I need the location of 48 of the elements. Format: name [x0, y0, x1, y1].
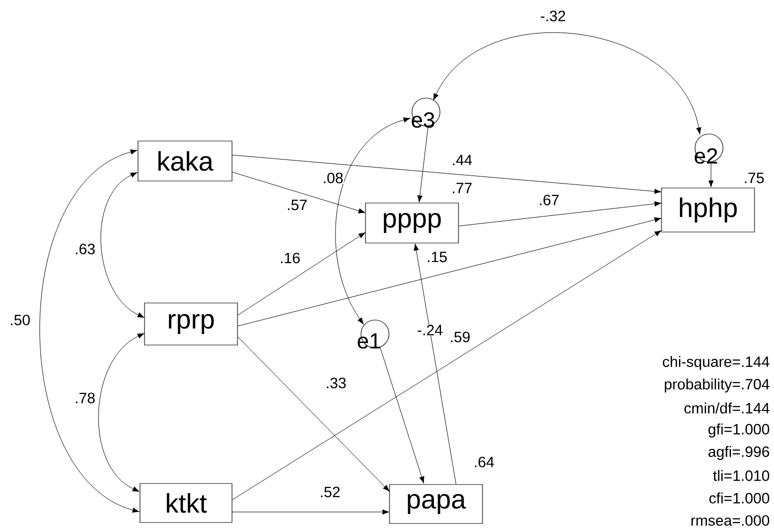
edge-label: .57	[286, 199, 308, 211]
variable-box: hphp .75	[661, 172, 764, 232]
variable-box: ktkt	[140, 483, 232, 523]
fit-statistic: tli=1.010	[713, 470, 770, 481]
edge-label: .52	[319, 486, 341, 498]
edge-label: .44	[451, 154, 473, 166]
fit-statistic: cfi=1.000	[709, 492, 770, 504]
edge-label: -.24	[416, 324, 444, 336]
arrow	[380, 346, 424, 484]
fit-statistic: probability=.704	[664, 378, 770, 392]
arrow	[238, 217, 662, 326]
arrow	[39, 149, 140, 513]
arrow	[417, 126, 428, 202]
variable-box: rprp	[144, 302, 238, 346]
arrow	[232, 154, 662, 194]
edge-label: .08	[322, 172, 344, 184]
arrow	[232, 172, 366, 214]
arrow	[98, 333, 144, 492]
edge-label: .33	[325, 377, 347, 389]
edge-label: .78	[74, 392, 96, 404]
fit-statistic: gfi=1.000	[708, 424, 770, 438]
node-label: .77	[452, 182, 472, 194]
arrow	[414, 244, 456, 484]
node-label: .75	[744, 172, 764, 184]
arrow	[232, 509, 390, 515]
arrow	[458, 201, 662, 226]
arrow	[708, 162, 714, 188]
arrow	[100, 172, 144, 318]
arrow	[433, 32, 702, 134]
arrow	[238, 232, 366, 316]
edge-label: .50	[9, 314, 31, 326]
variable-box: papa .64	[389, 456, 494, 524]
edge-label: .59	[449, 331, 471, 343]
edge-label: .16	[279, 252, 301, 264]
fit-statistic: cmin/df=.144	[684, 402, 770, 414]
fit-statistic: agfi=.996	[708, 446, 770, 460]
arrow	[232, 230, 662, 500]
variable-box: pppp .77	[365, 182, 472, 244]
edge-label: -.32	[540, 10, 566, 22]
variable-box: kaka	[138, 140, 232, 182]
fit-statistic: rmsea=.000	[691, 515, 770, 526]
arrow	[238, 336, 390, 492]
fit-statistic: chi-square=.144	[662, 356, 770, 370]
arrow	[335, 117, 410, 324]
edge-label: .63	[74, 243, 96, 255]
node-label: .64	[474, 456, 494, 468]
edge-label: .15	[426, 251, 448, 263]
edge-label: .67	[538, 194, 560, 206]
